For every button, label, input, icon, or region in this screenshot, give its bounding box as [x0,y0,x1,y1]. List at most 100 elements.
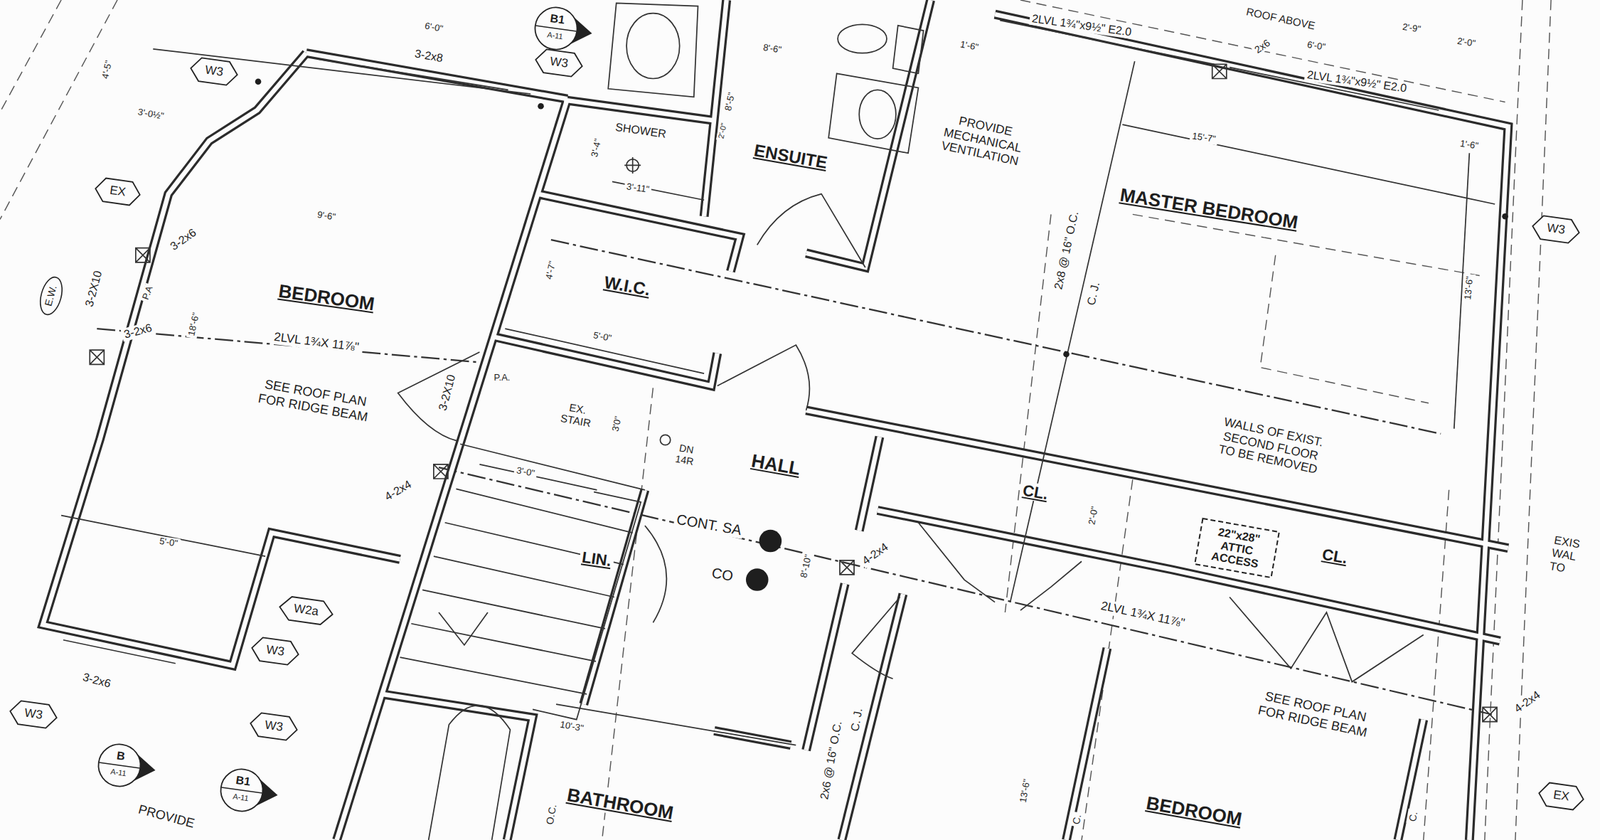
hexagon-outline [1531,214,1581,245]
member-label: 4-2x4 [858,539,893,569]
dimension-label: 3'-0½" [135,106,168,123]
ellipse-outline [36,274,66,317]
note-label: CO [708,563,736,585]
tag-shape [531,3,581,54]
tag-text: B1A-11 [531,3,581,54]
tag-text: W3 [204,63,224,79]
thin-lines [61,2,1497,840]
wall-tag: E.W. [35,273,67,318]
section-divider [535,25,576,32]
section-marker: B1A-11 [216,765,267,815]
dimension-label: 13'-6" [1017,776,1034,806]
tag-label: EX [108,184,126,200]
room-name: CL. [1318,544,1351,568]
dimension-label: 5'-0" [156,536,181,550]
tag-text: BA-11 [94,740,145,791]
member-label: O.C. [543,801,559,828]
note-label: ROOF ABOVE [1243,4,1319,33]
member-label: 4-2x4 [1510,687,1545,717]
dimension-label: 3'-0" [513,465,538,480]
hexagon-outline [93,177,142,207]
dimension-label: 6'-0" [421,20,446,35]
dimension-label: 1'-6" [1457,137,1482,152]
member-label: C. J. [1084,278,1103,309]
attic-access-box: 22"x28" ATTIC ACCESS [1193,517,1280,579]
dimension-label: 4'-5" [99,56,115,82]
section-circle [96,741,144,790]
room-name: MASTER BEDROOM [1116,184,1302,234]
dimension-label: 8'-5" [723,89,739,114]
dimension-label: 2'-9" [1399,22,1424,36]
tag-text: W3 [265,642,286,659]
note-label: EXIS WAL TO [1546,533,1593,579]
detector-dots [255,78,1509,591]
tag-text: W3 [548,55,569,72]
room-name: W.I.C. [600,271,655,301]
tag-text: B1A-11 [216,765,267,815]
member-label: C. [1069,811,1084,828]
tag-shape [94,740,145,791]
ridge-beam-lines [96,239,1492,714]
dimension-label: 5'-0" [590,329,615,344]
tag-label: A-11 [96,765,141,781]
room-name: HALL [747,450,804,481]
hexagon-outline [8,699,59,730]
note-label: WALLS OF EXIST. SECOND FLOOR TO BE REMOV… [1208,413,1333,479]
tag-shape [216,765,267,815]
room-name: BEDROOM [1142,792,1246,831]
tag-text: W3 [263,718,284,735]
window-tag: W2a [278,595,335,626]
wall-fill [42,0,1509,840]
member-label: 2x6 [1250,35,1275,57]
note-label: SEE ROOF PLAN FOR RIDGE BEAM [1246,686,1383,743]
member-label: 2x6 @ 16" O.C. [817,717,846,803]
dimension-label: 8'-10" [797,551,815,581]
member-label: C. J. [848,704,867,734]
window-tag: W3 [8,699,59,730]
room-name: LIN. [578,548,616,572]
dimension-label: 3'0" [610,412,625,434]
window-tag: W3 [248,711,299,742]
section-circle [532,4,581,53]
dimension-label: 10'-3" [556,718,586,735]
member-label: 3-2X10 [435,371,459,414]
wall-outline [42,0,1509,840]
member-label: 3-2x6 [166,224,201,254]
room-name: ENSUITE [750,139,832,173]
member-label: 4-2x4 [380,477,416,505]
dimension-label: 1'-6" [957,38,982,53]
window-tag: W3 [250,636,301,667]
hexagon-outline [248,711,299,742]
tag-label: W3 [263,718,284,735]
dimension-label: 3'-4" [589,135,605,160]
tag-label: B1 [220,771,266,791]
tag-text: EX [108,184,126,200]
dimension-label: 2'-0" [1086,503,1101,528]
tag-label: W3 [23,706,44,722]
section-marker: B1A-11 [531,3,581,54]
fixtures [626,13,896,446]
member-label: 2x8 @ 16" O.C. [1051,207,1081,293]
section-marker: BA-11 [94,740,145,791]
tag-label: A-11 [532,28,578,44]
tag-text: W3 [1545,221,1566,238]
room-name: BATHROOM [563,783,677,825]
wall-tag: EX [93,177,142,207]
section-divider [221,787,262,793]
note-label: DN 14R [667,440,704,469]
dimension-label: 6'-0" [1304,39,1329,53]
member-label: 3-2x6 [79,669,115,692]
hexagon-outline [250,636,301,667]
section-circle [218,765,266,814]
member-label: 3-2x8 [411,46,446,66]
tag-label: W3 [548,55,569,72]
hexagon-outline [1537,781,1586,811]
note-label: PROVIDE [134,801,198,832]
member-label: 3-2x6 [120,321,156,343]
tag-label: EX [1552,787,1571,804]
tag-label: B [98,746,144,766]
dimension-label: 4'-7" [543,258,559,283]
window-tag: W3 [1531,214,1581,245]
dimension-label: 13'-6" [1462,273,1476,303]
member-label: 3-2X10 [82,267,106,311]
